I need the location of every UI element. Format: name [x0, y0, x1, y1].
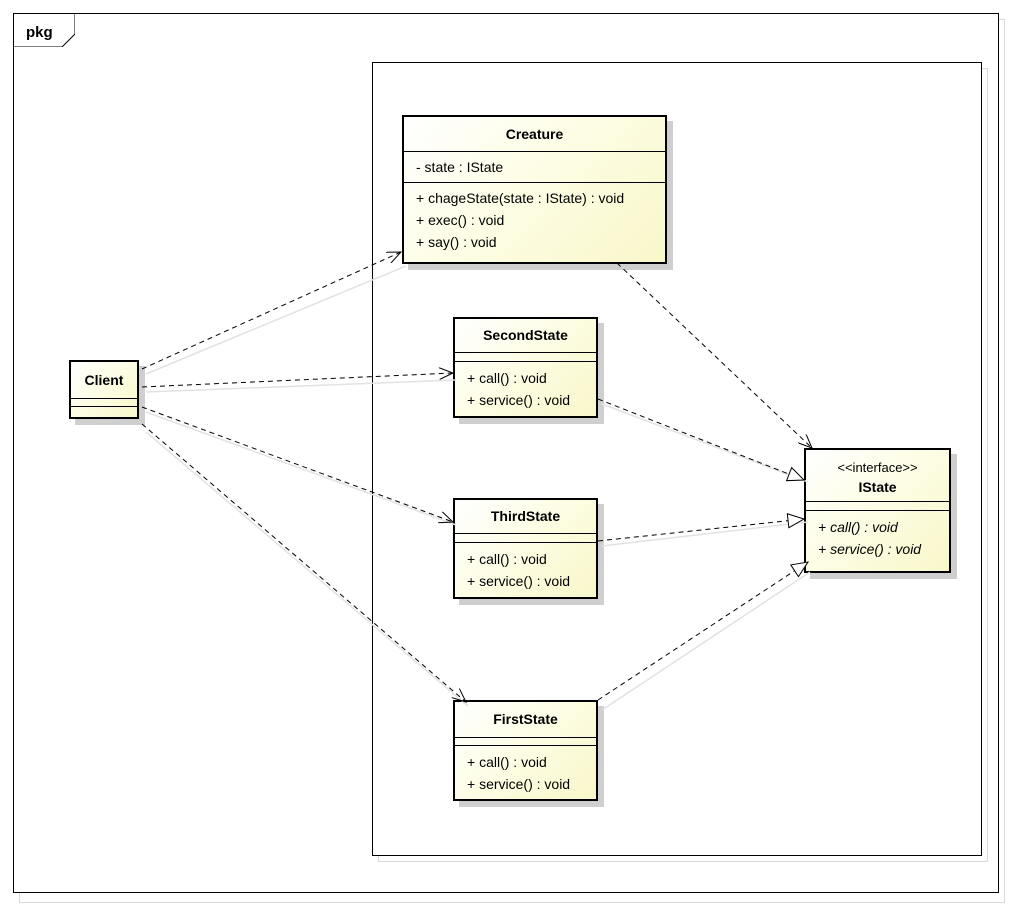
- class-client-name: Client: [84, 372, 124, 388]
- class-client-attributes-separator: [71, 398, 137, 399]
- class-creature-attribute-state: - state : IState: [416, 159, 504, 175]
- class-secondstate[interactable]: SecondState + call() : void + service() …: [453, 317, 598, 418]
- interface-istate-operation-call: + call() : void: [818, 519, 898, 535]
- class-thirdstate-operation-call: + call() : void: [467, 551, 547, 567]
- package-tab: [13, 13, 75, 47]
- class-thirdstate-operation-service: + service() : void: [467, 573, 571, 589]
- class-thirdstate-attributes-separator: [455, 533, 596, 534]
- class-client-attributes: [71, 399, 137, 406]
- class-creature[interactable]: Creature - state : IState + chageState(s…: [402, 115, 667, 264]
- class-firststate-operation-call: + call() : void: [467, 754, 547, 770]
- class-thirdstate-attributes: [455, 534, 596, 542]
- class-secondstate-attributes-separator: [455, 352, 596, 353]
- class-creature-operation-say: + say() : void: [416, 234, 497, 250]
- class-firststate[interactable]: FirstState + call() : void + service() :…: [453, 700, 598, 801]
- class-secondstate-operation-service: + service() : void: [467, 392, 571, 408]
- class-thirdstate-operations-separator: [455, 542, 596, 543]
- class-creature-name: Creature: [505, 126, 564, 142]
- class-creature-operations-separator: [404, 182, 665, 183]
- class-creature-operations: + chageState(state : IState) : void + ex…: [404, 183, 665, 253]
- interface-istate-attributes: [806, 502, 949, 510]
- class-firststate-operations: + call() : void + service() : void: [455, 746, 596, 795]
- interface-istate-operations-separator: [806, 510, 949, 511]
- interface-istate-name: IState: [858, 479, 897, 495]
- class-thirdstate-name: ThirdState: [490, 508, 561, 524]
- class-secondstate-attributes: [455, 353, 596, 361]
- class-firststate-attributes: [455, 738, 596, 745]
- class-secondstate-operations-separator: [455, 361, 596, 362]
- class-firststate-operation-service: + service() : void: [467, 776, 571, 792]
- class-client-operations-separator: [71, 406, 137, 407]
- class-firststate-operations-separator: [455, 745, 596, 746]
- class-creature-operation-exec: + exec() : void: [416, 212, 505, 228]
- interface-istate[interactable]: <<interface>> IState + call() : void + s…: [804, 448, 951, 573]
- class-thirdstate[interactable]: ThirdState + call() : void + service() :…: [453, 498, 598, 599]
- class-client[interactable]: Client: [69, 360, 139, 419]
- class-secondstate-name: SecondState: [483, 327, 568, 343]
- interface-istate-operations: + call() : void + service() : void: [806, 511, 949, 560]
- interface-istate-stereotype: <<interface>>: [837, 460, 918, 475]
- interface-istate-attributes-separator: [806, 501, 949, 502]
- interface-istate-operation-service: + service() : void: [818, 541, 922, 557]
- package-label: pkg: [26, 24, 53, 41]
- class-firststate-attributes-separator: [455, 737, 596, 738]
- class-firststate-name: FirstState: [493, 711, 558, 727]
- class-secondstate-operation-call: + call() : void: [467, 370, 547, 386]
- class-secondstate-operations: + call() : void + service() : void: [455, 362, 596, 411]
- class-creature-attributes: - state : IState: [404, 152, 665, 182]
- class-thirdstate-operations: + call() : void + service() : void: [455, 543, 596, 592]
- class-creature-operation-changestate: + chageState(state : IState) : void: [416, 190, 625, 206]
- class-creature-attributes-separator: [404, 151, 665, 152]
